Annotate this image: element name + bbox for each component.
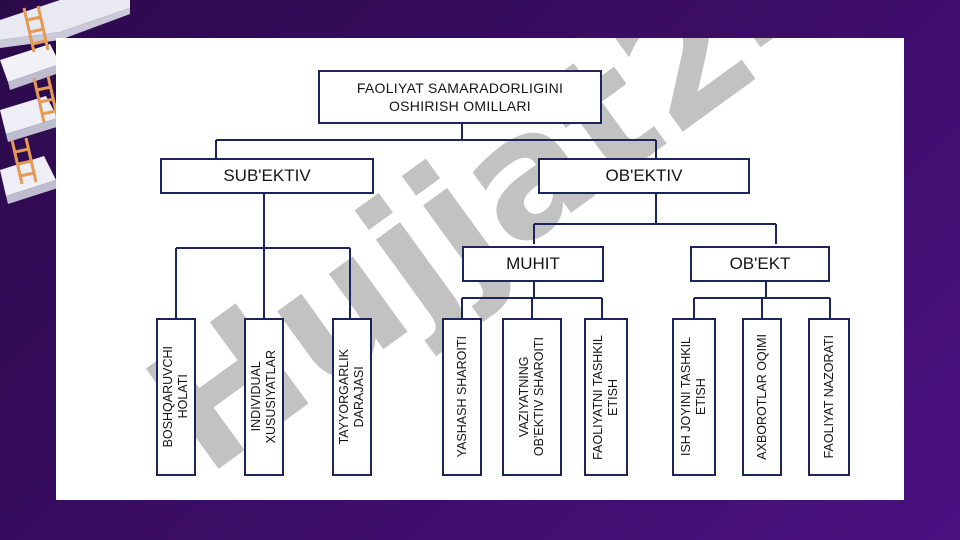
- leaf-living-conditions: YASHASH SHAROITI: [442, 318, 482, 476]
- objective-node-label: OB'EKTIV: [605, 166, 683, 185]
- leaf-label: FAOLIYATNI TASHKIL ETISH: [591, 334, 620, 460]
- leaf-label: AXBOROTLAR OQIMI: [754, 334, 769, 460]
- book-icon: [0, 96, 60, 142]
- objective-node: OB'EKTIV: [538, 158, 750, 194]
- connector-lines: [175, 124, 831, 318]
- leaf-readiness-level: TAYYORGARLIK DARAJASI: [332, 318, 372, 476]
- object-node-label: OB'EKT: [729, 254, 791, 273]
- environment-node: MUHIT: [462, 246, 604, 282]
- connector-subjective-to-leaves: [175, 194, 351, 318]
- book-icon: [0, 156, 58, 204]
- leaf-label: BOSHQARUVCHI HOLATI: [161, 346, 190, 448]
- leaf-label: TAYYORGARLIK DARAJASI: [337, 349, 366, 445]
- environment-node-label: MUHIT: [506, 254, 560, 273]
- connector-objective-to-level2: [533, 194, 777, 244]
- leaf-objective-conditions: VAZIYATNING OB'EKTIV SHAROITI: [502, 318, 562, 476]
- leaf-information-flow: AXBOROTLAR OQIMI: [742, 318, 782, 476]
- book-icon: [0, 44, 62, 90]
- leaf-label: YASHASH SHAROITI: [454, 336, 469, 458]
- ladder-icon: [10, 137, 38, 185]
- leaf-organizing-activity: FAOLIYATNI TASHKIL ETISH: [584, 318, 628, 476]
- object-node: OB'EKT: [690, 246, 830, 282]
- connector-object-to-leaves: [693, 282, 831, 318]
- leaf-label: FAOLIYAT NAZORATI: [821, 335, 836, 459]
- connector-root-to-level1: [215, 124, 657, 158]
- subjective-node-label: SUB'EKTIV: [223, 166, 311, 185]
- leaf-label: ISH JOYINI TASHKIL ETISH: [679, 337, 708, 457]
- leaf-activity-control: FAOLIYAT NAZORATI: [808, 318, 850, 476]
- connector-environment-to-leaves: [461, 282, 603, 318]
- leaf-label: VAZIYATNING OB'EKTIV SHAROITI: [517, 337, 546, 457]
- root-node-label: FAOLIYAT SAMARADORLIGINI OSHIRISH OMILLA…: [356, 80, 564, 114]
- root-node: FAOLIYAT SAMARADORLIGINI OSHIRISH OMILLA…: [318, 70, 602, 124]
- books-decoration: [0, 0, 130, 204]
- subjective-node: SUB'EKTIV: [160, 158, 374, 194]
- diagram-card: Hujjat24 FAOLIYAT SAMARADORLIGINI OSHIRI…: [56, 38, 904, 500]
- leaf-individual-traits: INDIVIDUAL XUSUSIYATLAR: [244, 318, 284, 476]
- leaf-workplace-organization: ISH JOYINI TASHKIL ETISH: [672, 318, 716, 476]
- ladder-icon: [22, 5, 50, 53]
- leaf-manager-state: BOSHQARUVCHI HOLATI: [156, 318, 196, 476]
- leaf-label: INDIVIDUAL XUSUSIYATLAR: [249, 350, 278, 444]
